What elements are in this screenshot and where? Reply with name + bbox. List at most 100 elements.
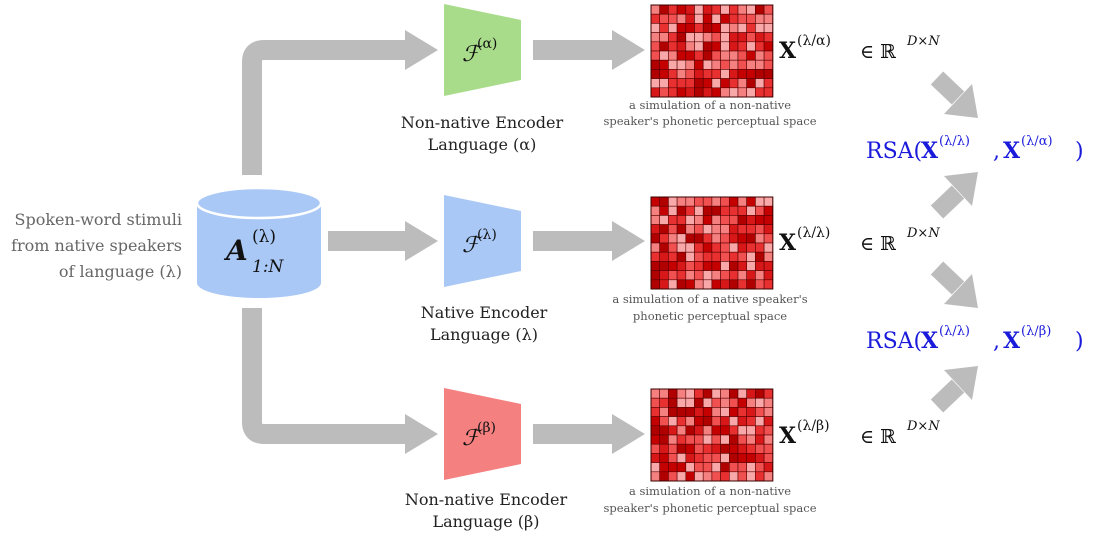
matrix-cell: [746, 443, 756, 454]
matrix-cell: [685, 434, 695, 445]
matrix-cell: [650, 242, 660, 253]
matrix-cell: [746, 434, 756, 445]
matrix-cell: [763, 471, 774, 482]
matrix-cell: [659, 270, 669, 281]
rsa2-a-sup: (λ/λ): [939, 324, 970, 339]
matrix-cell: [720, 233, 730, 244]
matrix-cell: [650, 270, 660, 281]
matrix-cell: [737, 407, 747, 417]
matrix-cell: [668, 224, 678, 235]
matrix-cell: [711, 59, 721, 70]
matrix-cell: [676, 50, 687, 61]
matrix-cell: [668, 215, 678, 225]
matrix-cell: [763, 261, 774, 271]
matrix-cell: [755, 453, 765, 463]
matrix-cell: [676, 69, 687, 79]
arrow-head-lambda: [405, 221, 438, 261]
matrix-cell: [737, 270, 747, 281]
matrix-cell: [746, 78, 756, 89]
matrix-cell: [668, 13, 678, 24]
rsa1-suffix: ): [1075, 139, 1084, 164]
matrix-cell: [668, 462, 678, 473]
matrix-cell: [668, 69, 678, 79]
matrix-cell: [763, 224, 774, 235]
arrow-head-lambda-rsa2: [944, 274, 978, 308]
matrix-cell: [746, 471, 756, 482]
matrix-cell: [676, 471, 687, 482]
matrix-cell: [755, 4, 765, 15]
matrix-cell: [720, 397, 730, 408]
matrix-cell: [702, 425, 713, 436]
matrix-cell: [685, 462, 695, 473]
encoder-alpha-label-2: Language (α): [428, 135, 537, 154]
matrix-cell: [728, 251, 739, 262]
matrix-cell: [720, 425, 730, 436]
matrix-cell: [676, 453, 687, 463]
matrix-cell: [702, 251, 713, 262]
matrix-cell: [702, 397, 713, 408]
matrix-cell: [728, 434, 739, 445]
matrix-cell: [737, 215, 747, 225]
matrix-cell: [720, 215, 730, 225]
matrix-cell: [720, 407, 730, 417]
matrix-cell: [702, 462, 713, 473]
matrix-cell: [755, 279, 765, 290]
matrix-cell: [711, 462, 721, 473]
matrix-cell: [650, 41, 660, 52]
output-alpha-base: X: [779, 38, 797, 64]
matrix-cell: [711, 41, 721, 52]
matrix-cell: [659, 251, 669, 262]
matrix-cell: [685, 59, 695, 70]
matrix-cell: [755, 50, 765, 61]
matrix-cell: [763, 23, 774, 33]
arrow-head-beta-rsa2: [944, 366, 978, 400]
encoder-beta-sup: (β): [477, 420, 496, 436]
matrix-cell: [746, 233, 756, 244]
matrix-cell: [702, 233, 713, 244]
matrix-cell: [746, 4, 756, 15]
matrix-cell: [728, 78, 739, 89]
matrix-cell: [650, 434, 660, 445]
output-alpha-space: ∈ ℝ: [860, 41, 896, 63]
matrix-cell: [746, 462, 756, 473]
matrix-cell: [746, 279, 756, 290]
matrix-cell: [668, 388, 678, 399]
matrix-cell: [685, 50, 695, 61]
matrix-cell: [711, 87, 721, 98]
matrix-cell: [702, 242, 713, 253]
caption-lambda-1: a simulation of a native speaker's: [612, 292, 807, 306]
matrix-cell: [728, 59, 739, 70]
encoder-lambda-trapezoid: [444, 195, 521, 287]
matrix-cell: [650, 407, 660, 417]
matrix-cell: [763, 50, 774, 61]
matrix-cell: [659, 215, 669, 225]
matrix-cell: [676, 205, 687, 216]
matrix-cell: [685, 443, 695, 454]
matrix-cell: [702, 41, 713, 52]
matrix-cell: [659, 416, 669, 427]
matrix-cell: [702, 434, 713, 445]
matrix-cell: [711, 261, 721, 271]
matrix-cell: [685, 4, 695, 15]
matrix-cell: [650, 416, 660, 427]
matrix-cell: [650, 4, 660, 15]
arrow-alpha-to-rsa1: [930, 71, 965, 105]
matrix-cell: [737, 59, 747, 70]
matrix-cell: [650, 224, 660, 235]
matrix-cell: [720, 205, 730, 216]
matrix-cell: [728, 69, 739, 79]
matrix-cell: [676, 4, 687, 15]
arrow-lambda-up-to-rsa1: [930, 185, 965, 219]
output-alpha: X (λ/α) ∈ ℝ D×N: [779, 33, 940, 64]
matrix-cell: [685, 251, 695, 262]
matrix-cell: [659, 471, 669, 482]
matrix-cell: [659, 50, 669, 61]
matrix-cell: [694, 443, 704, 454]
encoder-lambda: ℱ (λ) Native Encoder Language (λ): [421, 195, 548, 344]
matrix-cell: [755, 462, 765, 473]
matrix-cell: [737, 443, 747, 454]
matrix-cell: [685, 87, 695, 98]
matrix-cell: [668, 50, 678, 61]
matrix-cell: [676, 270, 687, 281]
matrix-cell: [668, 4, 678, 15]
